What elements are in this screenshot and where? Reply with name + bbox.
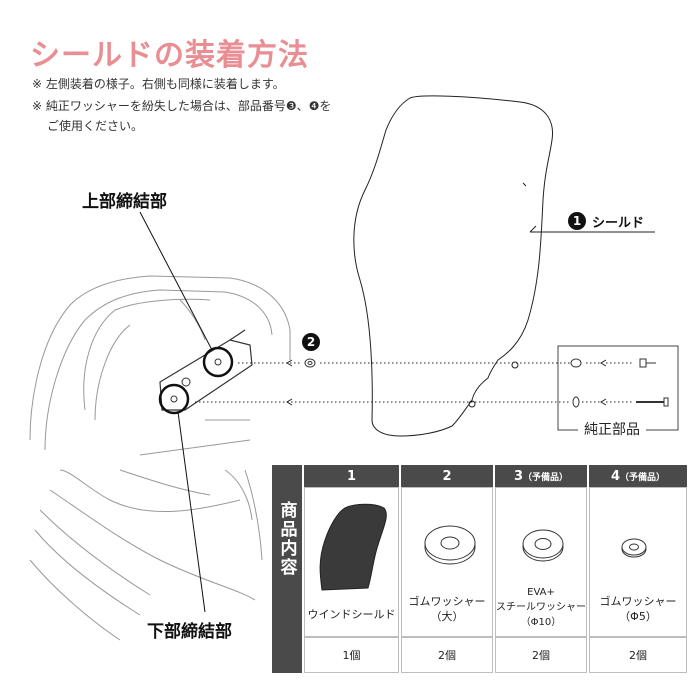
item-name-1: ウインドシールド — [307, 608, 396, 621]
windshield-part-drawing — [319, 503, 387, 591]
genuine-parts-label: 純正部品 — [578, 419, 646, 439]
item-name-4b: （Φ5） — [619, 610, 657, 623]
table-side-caption: 商品内容 — [276, 501, 297, 577]
column-header-2: 2 — [401, 465, 493, 487]
washer-small-drawing — [621, 538, 647, 558]
washer-2-drawing — [304, 358, 316, 368]
scooter-front — [29, 275, 291, 641]
shield-label: シールド — [592, 216, 645, 231]
bottom-fastener-circle — [158, 383, 190, 415]
page-title: シールドの装着方法 — [30, 38, 309, 73]
column-2-item: ゴムワッシャー （大） — [401, 487, 493, 637]
contents-table: 商品内容 1 ウインドシールド 1個 2 ゴムワッシャー （大） 2個 3（予備… — [272, 465, 687, 673]
column-1-item: ウインドシールド — [304, 487, 399, 637]
washer-eva-drawing — [522, 529, 564, 562]
quantity-1: 1個 — [304, 637, 399, 673]
note-line-1: ※ 左側装着の様子。右側も同様に装着します。 — [32, 77, 285, 91]
column-header-3: 3（予備品） — [495, 465, 587, 487]
note-line-3: ご使用ください。 — [47, 119, 144, 133]
mount-bracket — [159, 329, 253, 411]
column-header-1: 1 — [304, 465, 399, 487]
quantity-2: 2個 — [401, 637, 493, 673]
column-3-note: （予備品） — [523, 472, 569, 483]
shield-hole-lower — [468, 400, 476, 408]
washer-large-drawing — [424, 525, 476, 565]
item-name-4a: ゴムワッシャー — [599, 595, 677, 608]
item-name-2b: （大） — [430, 610, 464, 623]
callout-bottom-fastening: 下部締結部 — [147, 622, 232, 642]
shield-number-badge: 1 — [568, 212, 586, 230]
column-4-item: ゴムワッシャー （Φ5） — [589, 487, 687, 637]
note-line-2: ※ 純正ワッシャーを紛失した場合は、部品番号❸、❹を — [32, 99, 332, 113]
top-fastener-circle — [202, 346, 234, 378]
windshield-outline — [353, 95, 554, 437]
column-4-note: （予備品） — [620, 472, 666, 483]
quantity-4: 2個 — [589, 637, 687, 673]
column-3-item: EVA+ スチールワッシャー （Φ10） — [495, 487, 587, 637]
callout-top-fastening: 上部締結部 — [82, 192, 167, 212]
shield-hole-upper — [511, 361, 519, 369]
item-name-3a: EVA+ — [527, 587, 555, 598]
table-side-caption-cell: 商品内容 — [272, 465, 302, 673]
washer-number-badge: 2 — [302, 333, 320, 351]
column-header-4: 4（予備品） — [589, 465, 687, 487]
item-name-3c: （Φ10） — [520, 617, 562, 628]
item-name-3b: スチールワッシャー — [496, 602, 586, 613]
quantity-3: 2個 — [495, 637, 587, 673]
item-name-2a: ゴムワッシャー — [408, 595, 486, 608]
